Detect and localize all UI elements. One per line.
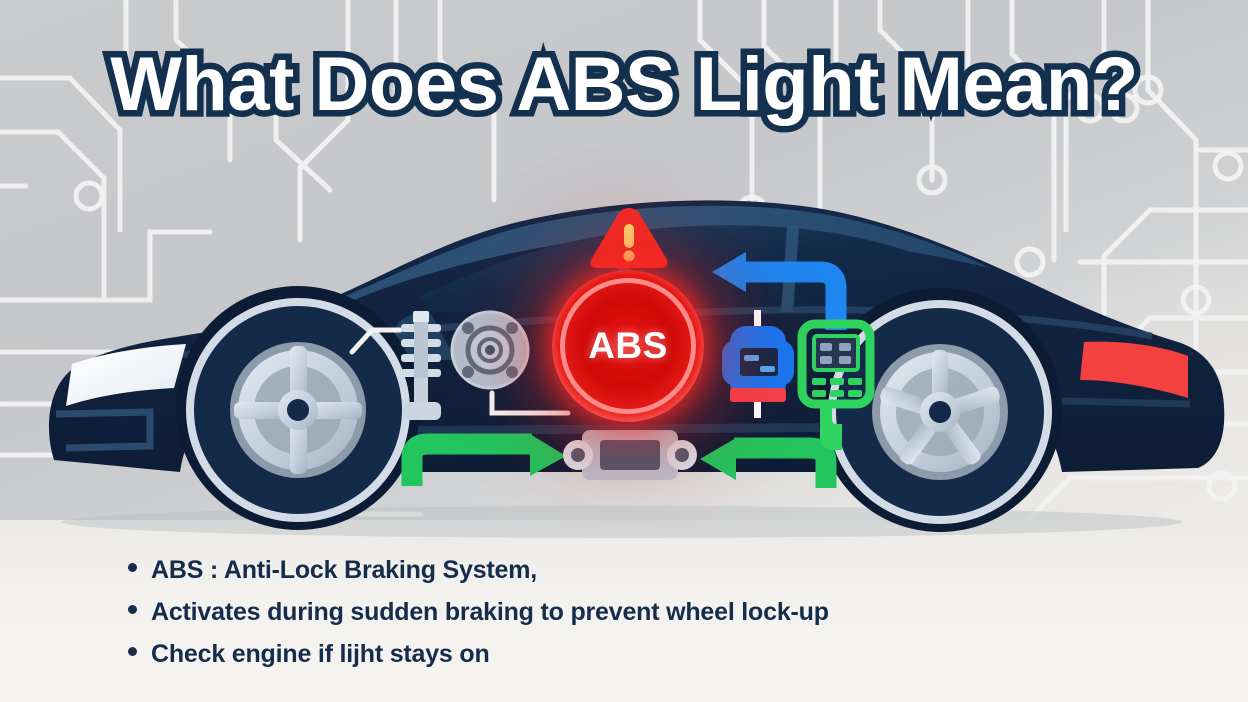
list-item-label: Check engine if lijht stays on bbox=[151, 640, 490, 668]
key-points-list: ABS : Anti-Lock Braking System, Activate… bbox=[128, 556, 1128, 682]
list-item: Activates during sudden braking to preve… bbox=[128, 598, 1128, 627]
front-bumper-line bbox=[55, 408, 154, 452]
car-roof-accent bbox=[340, 205, 990, 300]
page-title: What Does ABS Light Mean? bbox=[104, 35, 1145, 133]
bullet-dot-icon bbox=[128, 647, 137, 656]
list-item-label: Activates during sudden braking to preve… bbox=[151, 598, 829, 626]
bottom-text-panel bbox=[0, 520, 1248, 702]
abs-badge-label: ABS bbox=[588, 325, 668, 366]
bullet-dot-icon bbox=[128, 605, 137, 614]
list-item: Check engine if lijht stays on bbox=[128, 640, 1128, 669]
abs-warning-badge[interactable]: ABS bbox=[552, 270, 704, 422]
abs-badge-ring bbox=[560, 278, 696, 414]
bullet-dot-icon bbox=[128, 563, 137, 572]
list-item-label: ABS : Anti-Lock Braking System, bbox=[151, 556, 537, 584]
rear-wheel bbox=[828, 300, 1052, 524]
list-item: ABS : Anti-Lock Braking System, bbox=[128, 556, 1128, 585]
headlight bbox=[66, 344, 186, 406]
taillight bbox=[1080, 341, 1188, 398]
front-wheel bbox=[186, 298, 410, 522]
